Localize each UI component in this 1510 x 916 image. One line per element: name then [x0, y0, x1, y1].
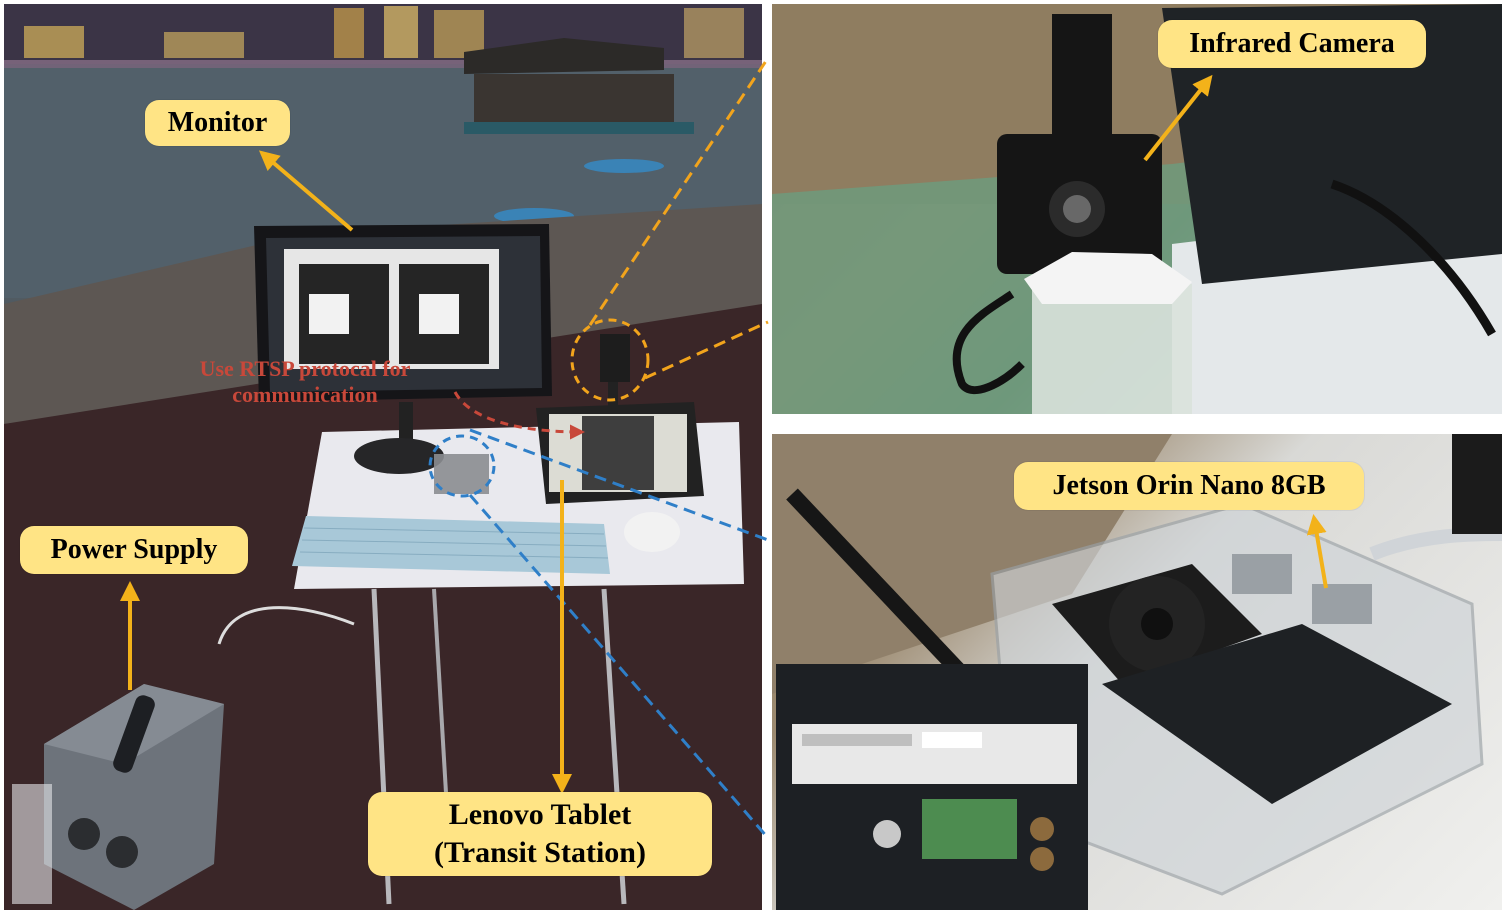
- field-setup-photo: [4, 4, 762, 910]
- rtsp-arrow: [453, 391, 585, 440]
- camera-highlight-circle: [570, 318, 650, 402]
- field-setup-scene: [4, 4, 762, 910]
- rtsp-note-line2: communication: [232, 382, 378, 407]
- tablet-label-line2: (Transit Station): [434, 836, 646, 869]
- monitor-label: Monitor: [145, 100, 290, 146]
- jetson-arrow: [1306, 514, 1328, 589]
- monitor-arrow: [258, 150, 354, 232]
- infrared-camera-label-text: Infrared Camera: [1189, 28, 1395, 59]
- infrared-camera-photo: [772, 4, 1502, 414]
- infrared-camera-arrow: [1143, 74, 1213, 162]
- rtsp-note: Use RTSP protocal for communication: [150, 356, 460, 408]
- rtsp-note-line1: Use RTSP protocal for: [199, 356, 411, 381]
- jetson-highlight-circle: [428, 434, 496, 498]
- jetson-label-text: Jetson Orin Nano 8GB: [1052, 470, 1326, 501]
- power-supply-label-text: Power Supply: [50, 534, 218, 565]
- monitor-label-text: Monitor: [167, 107, 268, 138]
- power-supply-label: Power Supply: [20, 526, 248, 574]
- infrared-camera-scene: [772, 4, 1502, 414]
- camera-zoom-lines: [588, 57, 770, 380]
- jetson-label: Jetson Orin Nano 8GB: [1014, 462, 1364, 510]
- tablet-label: Lenovo Tablet (Transit Station): [368, 792, 712, 876]
- tablet-label-line1: Lenovo Tablet: [448, 798, 632, 831]
- jetson-zoom-lines: [468, 428, 770, 839]
- infrared-camera-label: Infrared Camera: [1158, 20, 1426, 68]
